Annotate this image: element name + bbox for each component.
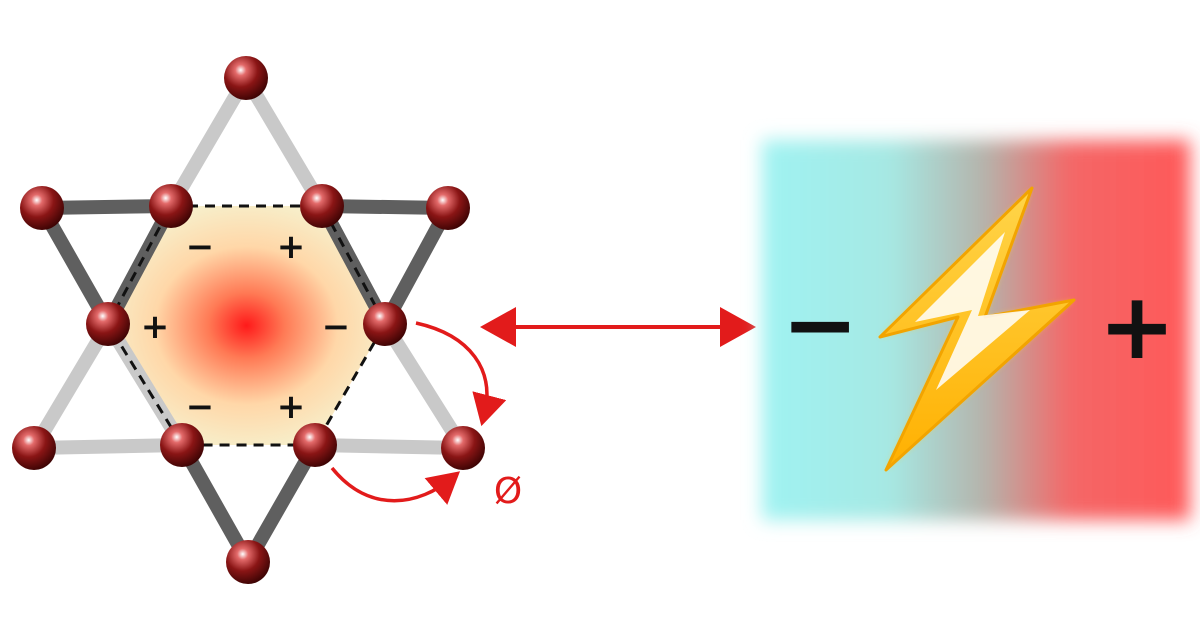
atom-lower-left-outer — [12, 426, 56, 470]
sign-lower-right: + — [277, 387, 306, 427]
atoms — [12, 56, 485, 584]
hop-arrow-upper — [415, 321, 507, 427]
sign-upper-left: − — [186, 227, 215, 267]
atom-lower-left-inner — [160, 423, 204, 467]
atom-upper-left-outer — [20, 186, 64, 230]
hexagon-shading — [108, 206, 385, 445]
lightning-bolt-icon — [878, 186, 1076, 472]
atom-right — [363, 302, 407, 346]
atom-left — [86, 302, 130, 346]
atom-lower-right-inner — [293, 423, 337, 467]
atom-top — [224, 56, 268, 100]
atom-bottom — [226, 540, 270, 584]
sign-upper-right: + — [277, 227, 306, 267]
phase-label: Ø — [494, 471, 522, 512]
field-positive-label: + — [1098, 273, 1175, 380]
field-negative-label: − — [781, 271, 858, 378]
sign-left: + — [141, 307, 170, 347]
sign-right: − — [322, 307, 351, 347]
hop-arrow-lower — [330, 466, 461, 505]
atom-upper-right-outer — [426, 186, 470, 230]
orbital-signs: − + + − − + — [141, 227, 351, 427]
atom-upper-left-inner — [149, 184, 193, 228]
atom-upper-right-inner — [300, 184, 344, 228]
sign-lower-left: − — [186, 387, 215, 427]
atom-lower-right-outer — [441, 426, 485, 470]
